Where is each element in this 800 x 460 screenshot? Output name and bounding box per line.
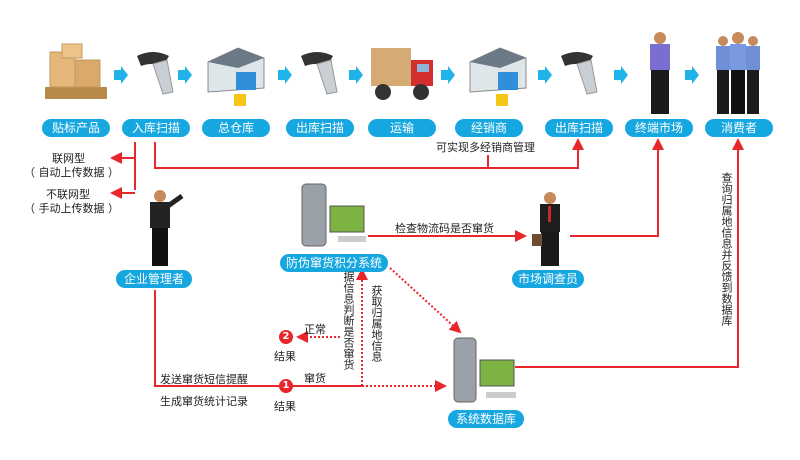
step-label: 贴标产品 [42,119,110,137]
scan-link-line [154,138,584,169]
online-mode-title: 联网型 [52,152,85,165]
step-label: 终端市场 [625,119,693,137]
step-label: 出库扫描 [286,119,354,137]
inspector-figure-icon [530,192,570,272]
result-label-1: 结果 [274,400,296,413]
manager-result-line [154,290,362,387]
warehouse-icon [198,40,274,114]
result-badge-2: 2 [279,330,293,344]
offline-mode-title: 不联网型 [46,188,90,201]
manager-figure-icon [140,190,186,272]
truck-icon [367,46,437,108]
step-label: 消费者 [705,119,773,137]
businessman-icon [645,32,675,120]
offline-mode-desc: （ 手动上传数据 ） [24,202,119,215]
server-computer-icon [300,182,368,254]
barcode-scanner-icon [557,48,601,102]
database-server-icon [452,336,518,410]
edge-get-location: 获取归属地信息 [370,285,383,362]
node-system: 防伪窜货积分系统 [280,254,388,272]
inspector-market-line [570,138,664,237]
edge-normal: 正常 [304,323,326,336]
upload-branch-lines [110,142,136,199]
edge-judge-by-info: 据信息判断是否窜货 [342,271,355,370]
edge-check-logistics: 检查物流码是否窜货 [395,222,494,235]
edge-query-feedback: 查询归属地信息并反馈到数据库 [720,172,733,326]
step-label: 经销商 [455,119,523,137]
edge-send-sms: 发送窜货短信提醒 [160,373,248,386]
boxes-pallet-icon [40,42,110,108]
step-label: 运输 [368,119,436,137]
node-database: 系统数据库 [448,410,524,428]
result-badge-1: 1 [279,379,293,393]
barcode-scanner-icon [297,48,341,102]
node-inspector: 市场调查员 [512,270,584,288]
result-label-2: 结果 [274,350,296,363]
dealer-note: 可实现多经销商管理 [436,141,535,154]
edge-gen-record: 生成窜货统计记录 [160,395,248,408]
step-label: 出库扫描 [545,119,613,137]
online-mode-desc: （ 自动上传数据 ） [24,166,119,179]
step-label: 总仓库 [202,119,270,137]
edge-diverted: 窜货 [304,372,326,385]
database-consumer-line [515,138,744,368]
flow-arrows [114,66,699,84]
node-manager: 企业管理者 [116,270,192,288]
warehouse-icon [460,40,536,114]
step-label: 入库扫描 [122,119,190,137]
barcode-scanner-icon [133,48,177,102]
consumers-group-icon [713,32,763,120]
